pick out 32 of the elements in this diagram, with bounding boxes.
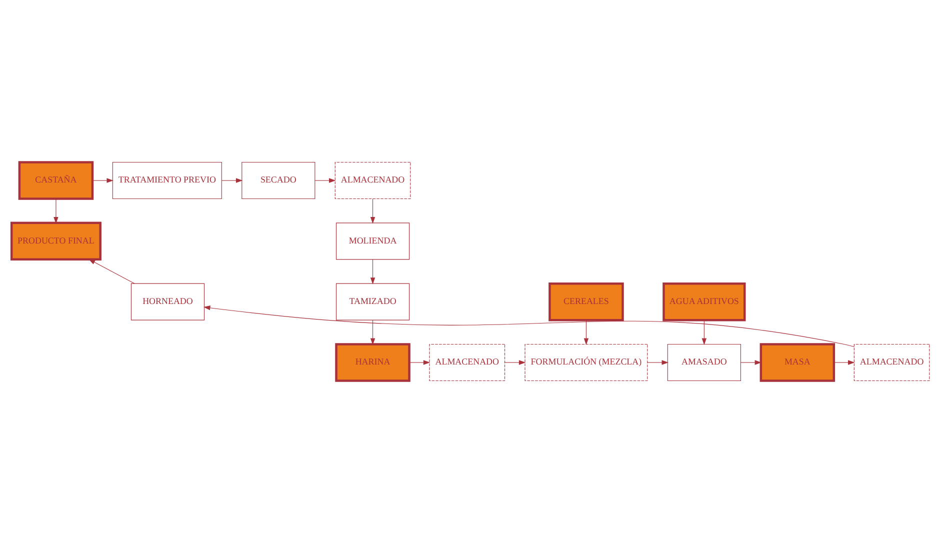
node-box: PRODUCTO FINAL	[10, 221, 102, 260]
node-box: ALMACENADO	[334, 161, 411, 199]
arrow	[54, 198, 58, 224]
node-box: HORNEADO	[130, 282, 205, 320]
arrow	[504, 360, 526, 364]
arrow	[647, 360, 668, 364]
arrow	[203, 305, 854, 347]
arrow	[370, 198, 376, 224]
arrow	[221, 178, 243, 182]
arrow	[88, 258, 135, 284]
arrow	[314, 178, 336, 182]
node-box: ALMACENADO	[429, 343, 506, 381]
node-box: CEREALES	[548, 282, 624, 321]
arrow	[370, 319, 376, 345]
node-box: ALMACENADO	[854, 343, 930, 381]
node-box: AMASADO	[667, 343, 741, 381]
arrow	[409, 360, 430, 364]
node-box: MASA	[760, 342, 836, 382]
arrow	[702, 319, 707, 345]
arrow	[370, 258, 376, 284]
node-box: TRATAMIENTO PREVIO	[112, 161, 222, 199]
arrow	[584, 319, 589, 345]
node-box: SECADO	[242, 161, 316, 199]
node-box: HARINA	[335, 342, 410, 382]
arrow	[834, 360, 855, 364]
node-box: FORMULACIÓN (MEZCLA)	[524, 343, 648, 381]
node-box: CASTAÑA	[18, 160, 94, 200]
arrow	[92, 178, 114, 182]
node-box: TAMIZADO	[336, 282, 410, 320]
node-box: MOLIENDA	[336, 222, 410, 260]
arrow	[740, 360, 762, 364]
node-box: AGUA ADITIVOS	[662, 282, 746, 321]
